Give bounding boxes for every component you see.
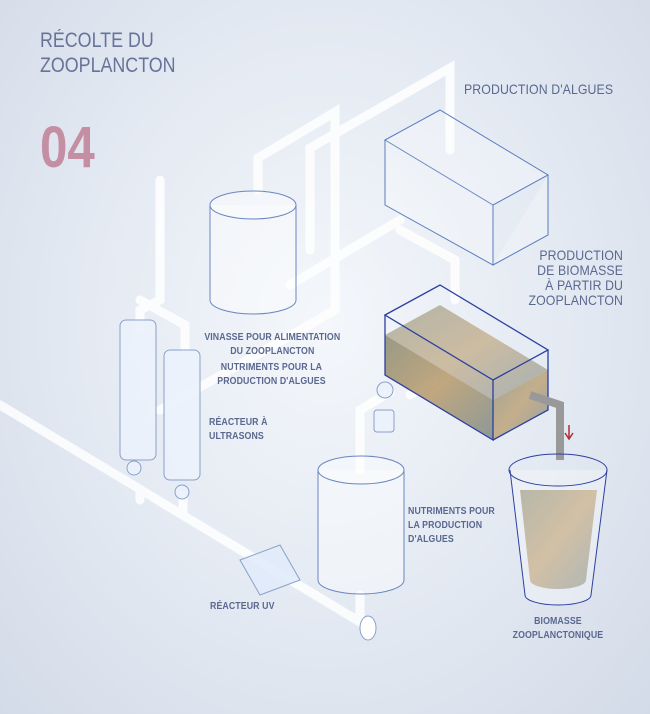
label-line: PRODUCTION D'ALGUES	[217, 376, 326, 387]
label-line: VINASSE POUR ALIMENTATION	[204, 332, 341, 343]
uv-reactor	[239, 544, 377, 641]
label-line: NUTRIMENTS POUR	[408, 506, 495, 517]
label-line: ZOOPLANCTON	[528, 292, 624, 308]
label-line: ULTRASONS	[209, 431, 264, 442]
label-line: ZOOPLANCTONIQUE	[512, 630, 604, 641]
label-line: À PARTIR DU	[545, 277, 624, 293]
title-line-1: RÉCOLTE DU	[40, 29, 154, 52]
title-line-2: ZOOPLANCTON	[40, 54, 176, 77]
label-line: NUTRIMENTS POUR LA	[220, 362, 323, 373]
zooplankton-tank	[383, 284, 550, 442]
label-nutriments-bottom: NUTRIMENTS POUR LA PRODUCTION D'ALGUES	[408, 505, 495, 547]
algae-tank	[383, 109, 550, 266]
step-number: 04	[40, 115, 95, 180]
label-line: PRODUCTION	[539, 247, 624, 263]
page-title: RÉCOLTE DU ZOOPLANCTON	[40, 28, 176, 78]
label-line: RÉACTEUR À	[209, 417, 268, 428]
label-reacteur-uv: RÉACTEUR UV	[210, 601, 275, 612]
label-line: DU ZOOPLANCTON	[230, 346, 315, 357]
label-line: BIOMASSE	[534, 616, 582, 627]
label-line: DE BIOMASSE	[537, 262, 624, 278]
down-arrow-icon	[564, 425, 574, 441]
label-reacteur-ultrasons: RÉACTEUR À ULTRASONS	[209, 416, 268, 444]
label-production-biomasse: PRODUCTION DE BIOMASSE À PARTIR DU ZOOPL…	[528, 248, 623, 308]
biomass-cup	[508, 453, 608, 606]
label-line: LA PRODUCTION	[408, 520, 483, 531]
nutrient-cylinder	[317, 455, 405, 595]
label-biomasse: BIOMASSE ZOOPLANCTONIQUE	[506, 615, 610, 643]
ultrasonic-reactors	[119, 319, 395, 500]
vinasse-cylinder	[209, 190, 297, 315]
outlet-pipe	[528, 391, 564, 460]
label-nutriments-top: NUTRIMENTS POUR LA PRODUCTION D'ALGUES	[209, 361, 334, 389]
label-vinasse: VINASSE POUR ALIMENTATION DU ZOOPLANCTON	[194, 331, 351, 359]
label-production-algues: PRODUCTION D'ALGUES	[464, 81, 614, 97]
label-line: D'ALGUES	[408, 534, 454, 545]
